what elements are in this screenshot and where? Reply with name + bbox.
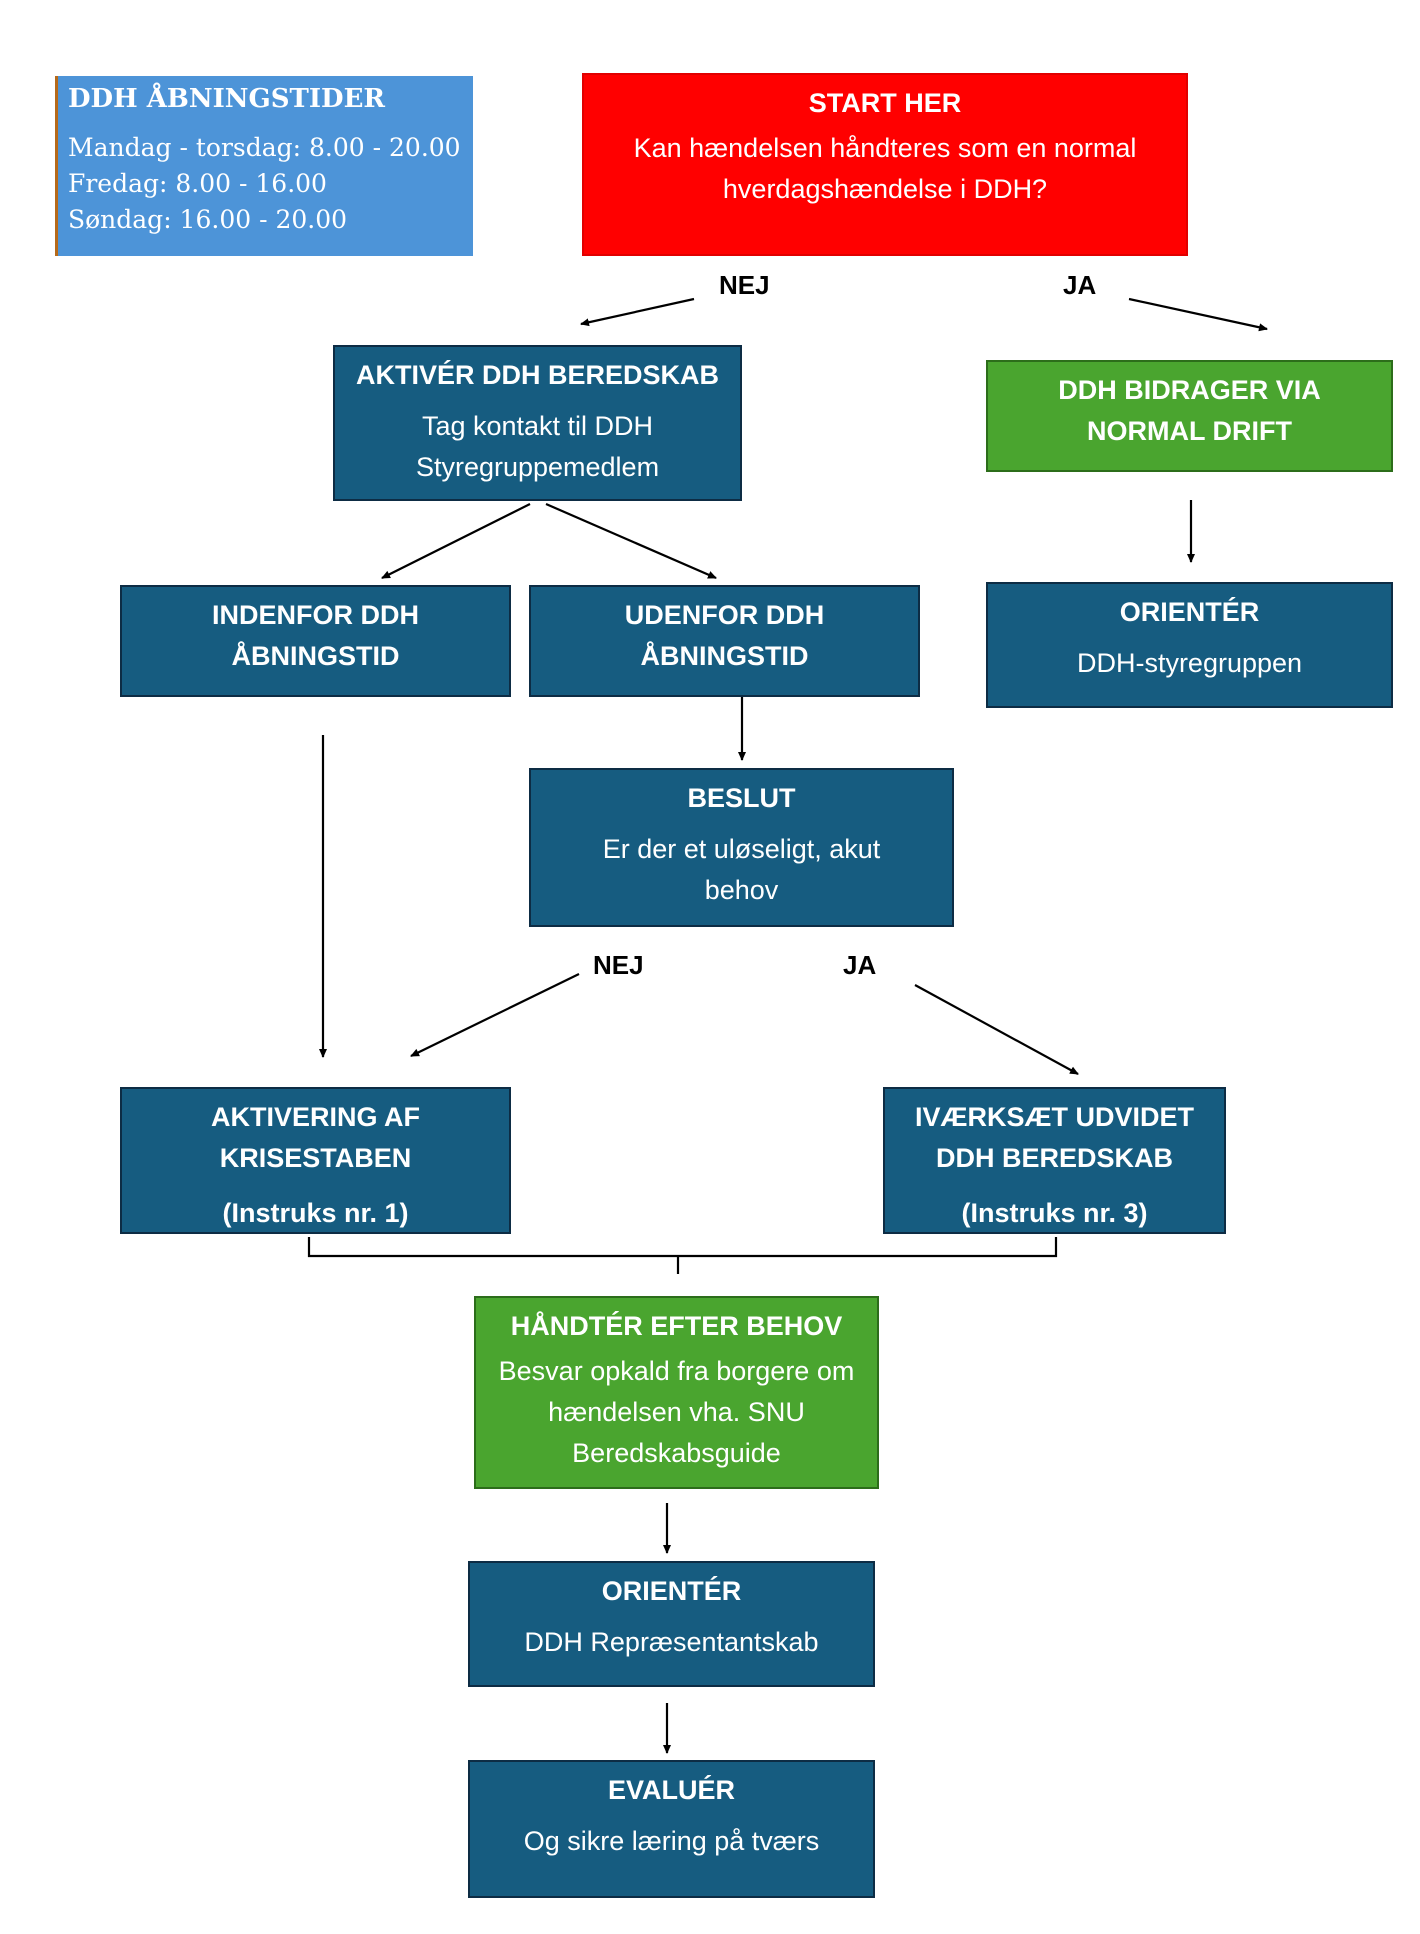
arrow-start-nej xyxy=(580,297,695,327)
decide-title: BESLUT xyxy=(687,783,796,813)
normal-operation-title: DDH BIDRAGER VIA NORMAL DRIFT xyxy=(1058,375,1321,446)
opening-hours-line: Søndag: 16.00 - 20.00 xyxy=(68,205,348,234)
merge-bracket xyxy=(307,1237,1058,1274)
activate-preparedness-box: AKTIVÉR DDH BEREDSKAB Tag kontakt til DD… xyxy=(333,345,742,501)
decide-question: Er der et uløseligt, akut behov xyxy=(602,834,881,905)
extended-preparedness-title: IVÆRKSÆT UDVIDET DDH BEREDSKAB xyxy=(914,1102,1195,1173)
activate-preparedness-title: AKTIVÉR DDH BEREDSKAB xyxy=(355,360,720,390)
inform-steering-group-title: ORIENTÉR xyxy=(1119,597,1260,627)
extended-preparedness-instruction: (Instruks nr. 3) xyxy=(961,1198,1148,1228)
start-question: Kan hændelsen håndteres som en normal hv… xyxy=(633,133,1137,204)
activate-preparedness-text: Tag kontakt til DDH Styregruppemedlem xyxy=(415,411,660,482)
crisis-staff-title: AKTIVERING AF KRISESTABEN xyxy=(211,1102,420,1173)
crisis-staff-box: AKTIVERING AF KRISESTABEN (Instruks nr. … xyxy=(120,1087,511,1234)
inform-steering-group-text: DDH-styregruppen xyxy=(1076,648,1303,678)
arrow-aktiver-udenfor xyxy=(545,502,717,580)
opening-hours-line: Fredag: 8.00 - 16.00 xyxy=(68,169,327,198)
start-box: START HER Kan hændelsen håndteres som en… xyxy=(582,73,1188,256)
label-nej-decide: NEJ xyxy=(593,950,644,980)
crisis-staff-instruction: (Instruks nr. 1) xyxy=(222,1198,409,1228)
evaluate-title: EVALUÉR xyxy=(607,1775,735,1805)
within-opening-hours-box: INDENFOR DDH ÅBNINGSTID xyxy=(120,585,511,697)
arrow-beslut-ja xyxy=(914,984,1079,1075)
inform-representatives-box: ORIENTÉR DDH Repræsentantskab xyxy=(468,1561,875,1687)
label-ja-start: JA xyxy=(1063,270,1097,300)
inform-representatives-title: ORIENTÉR xyxy=(601,1576,742,1606)
evaluate-text: Og sikre læring på tværs xyxy=(523,1826,820,1856)
decide-box: BESLUT Er der et uløseligt, akut behov xyxy=(529,768,954,927)
arrow-beslut-nej xyxy=(410,973,580,1057)
outside-opening-hours-box: UDENFOR DDH ÅBNINGSTID xyxy=(529,585,920,697)
opening-hours-title: DDH ÅBNINGSTIDER xyxy=(68,84,386,114)
outside-opening-hours-title: UDENFOR DDH ÅBNINGSTID xyxy=(624,600,825,671)
arrow-start-ja xyxy=(1128,297,1268,332)
extended-preparedness-box: IVÆRKSÆT UDVIDET DDH BEREDSKAB (Instruks… xyxy=(883,1087,1226,1234)
inform-representatives-text: DDH Repræsentantskab xyxy=(524,1627,819,1657)
start-title: START HER xyxy=(808,88,962,118)
opening-hours-line: Mandag - torsdag: 8.00 - 20.00 xyxy=(68,133,461,162)
inform-steering-group-box: ORIENTÉR DDH-styregruppen xyxy=(986,582,1393,708)
handle-as-needed-title: HÅNDTÉR EFTER BEHOV xyxy=(510,1311,843,1341)
opening-hours-box: DDH ÅBNINGSTIDER Mandag - torsdag: 8.00 … xyxy=(55,76,473,256)
label-ja-decide: JA xyxy=(843,950,877,980)
normal-operation-box: DDH BIDRAGER VIA NORMAL DRIFT xyxy=(986,360,1393,472)
evaluate-box: EVALUÉR Og sikre læring på tværs xyxy=(468,1760,875,1898)
handle-as-needed-text: Besvar opkald fra borgere om hændelsen v… xyxy=(498,1356,855,1468)
arrow-aktiver-indenfor xyxy=(381,503,531,579)
handle-as-needed-box: HÅNDTÉR EFTER BEHOV Besvar opkald fra bo… xyxy=(474,1296,879,1489)
label-nej-start: NEJ xyxy=(719,270,770,300)
within-opening-hours-title: INDENFOR DDH ÅBNINGSTID xyxy=(212,600,419,671)
